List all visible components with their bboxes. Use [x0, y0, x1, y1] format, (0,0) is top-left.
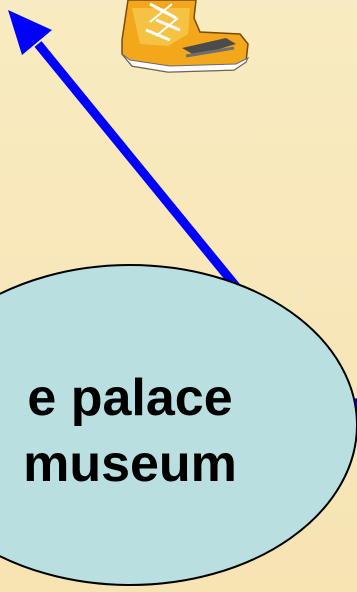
sneaker-icon: [122, 0, 248, 72]
bubble-label-line2: museum: [0, 431, 300, 497]
bubble-label: e palace museum: [0, 365, 300, 497]
bubble-label-line1: e palace: [0, 365, 300, 431]
